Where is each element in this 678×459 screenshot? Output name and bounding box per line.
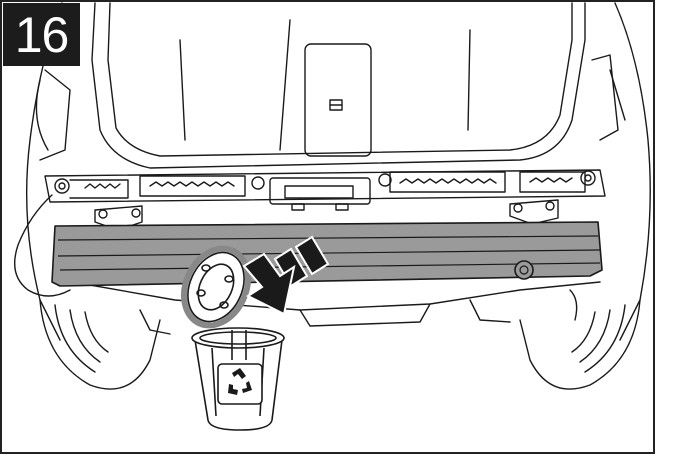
removed-cover-cap bbox=[180, 245, 252, 329]
vehicle-rear-line-art bbox=[14, 2, 651, 390]
towbar-crossbeam bbox=[51, 221, 603, 287]
recycle-icon bbox=[228, 368, 252, 395]
step-number-badge: 16 bbox=[3, 3, 80, 66]
crossbeam-bolt bbox=[514, 260, 534, 280]
recycle-bin bbox=[191, 327, 285, 431]
diagram-border bbox=[0, 0, 655, 454]
step-number: 16 bbox=[14, 6, 70, 63]
insert-direction-arrow-icon bbox=[242, 235, 330, 316]
